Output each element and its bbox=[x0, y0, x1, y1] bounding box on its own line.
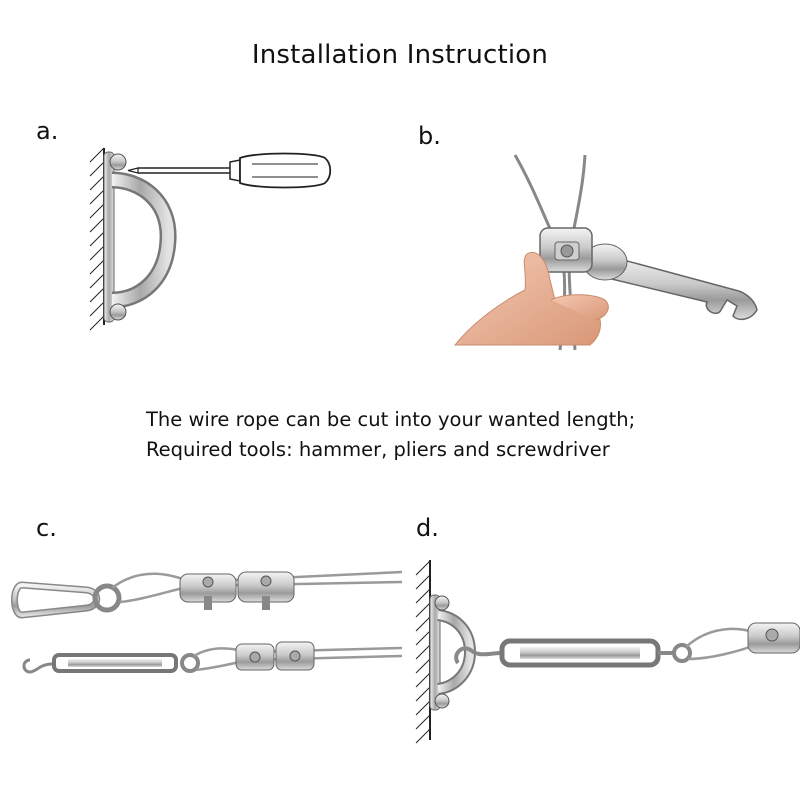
figure-d-installed bbox=[415, 560, 800, 744]
step-label-c: c. bbox=[36, 514, 57, 542]
figure-b-tighten-clip bbox=[453, 154, 758, 351]
instruction-note: The wire rope can be cut into your wante… bbox=[146, 405, 635, 465]
pad-eye bbox=[103, 151, 177, 323]
turnbuckle bbox=[454, 638, 692, 668]
wall-hatching bbox=[415, 560, 431, 744]
note-line-2: Required tools: hammer, pliers and screw… bbox=[146, 438, 610, 461]
figure-a-wall-mount bbox=[89, 147, 332, 331]
hand bbox=[453, 252, 609, 346]
note-line-1: The wire rope can be cut into your wante… bbox=[146, 408, 636, 431]
wire-clip bbox=[539, 227, 593, 273]
wall-hatching bbox=[89, 147, 105, 331]
screwdriver bbox=[127, 152, 332, 189]
turnbuckle-hook bbox=[22, 653, 200, 674]
lower-clips bbox=[235, 641, 315, 671]
page-title: Installation Instruction bbox=[251, 40, 549, 70]
step-label-b: b. bbox=[418, 122, 441, 150]
wrench bbox=[582, 243, 758, 321]
snap-hook bbox=[11, 581, 122, 619]
figure-c-assembly bbox=[11, 570, 403, 674]
wire-clip bbox=[747, 622, 800, 654]
pad-eye bbox=[429, 594, 477, 711]
step-label-a: a. bbox=[36, 117, 59, 145]
step-label-d: d. bbox=[416, 514, 439, 542]
upper-clip-2 bbox=[237, 571, 295, 610]
upper-clip-1 bbox=[179, 573, 237, 610]
